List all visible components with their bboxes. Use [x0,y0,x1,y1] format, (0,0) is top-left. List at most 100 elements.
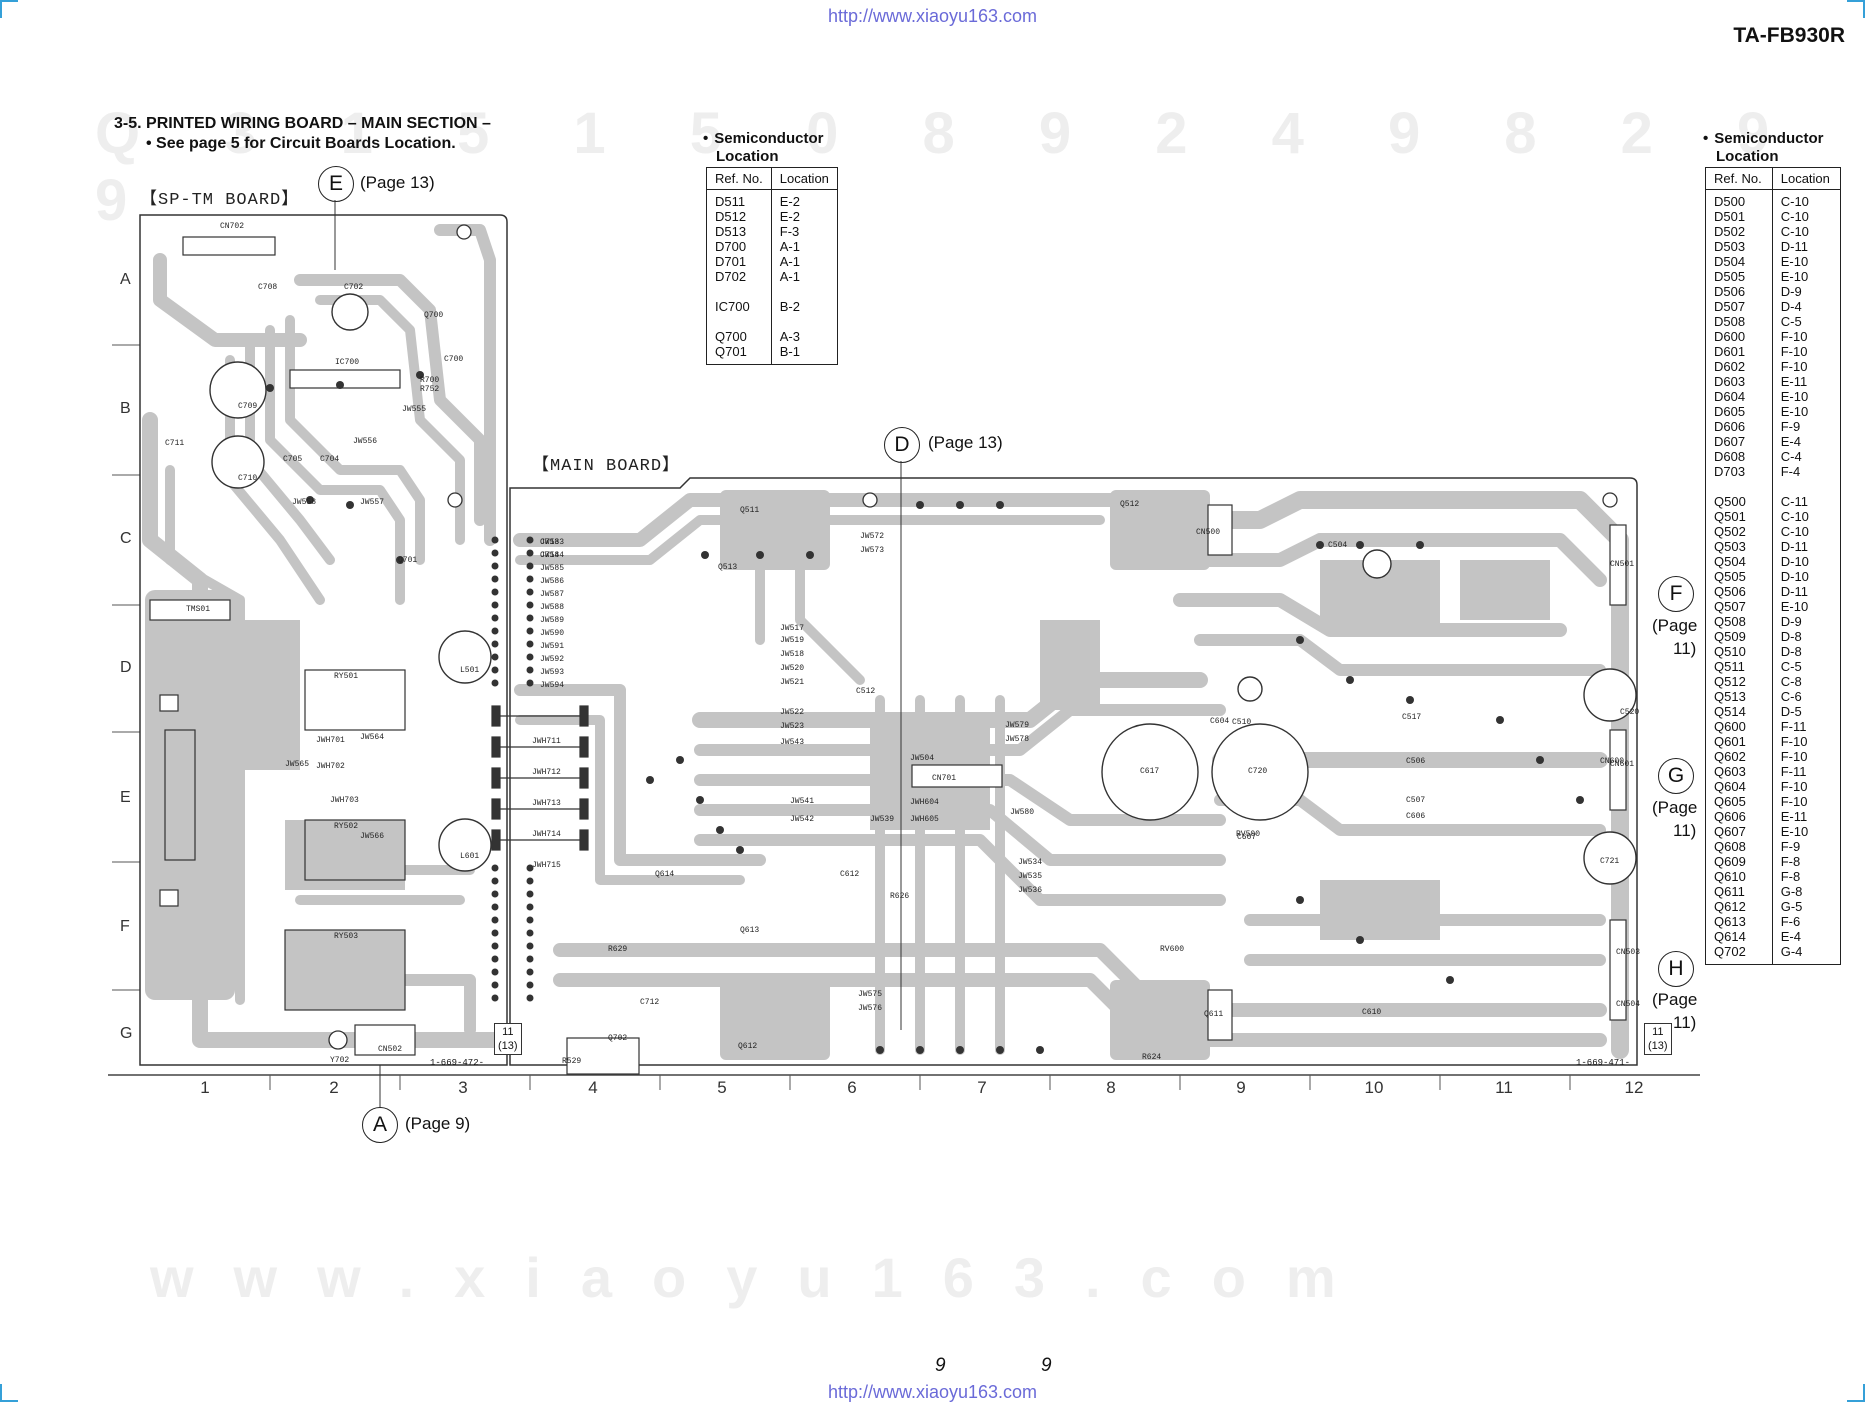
component-label: JW520 [780,664,805,673]
ref-no-cell: D606 [1705,419,1773,434]
component-label: JW543 [780,738,805,747]
ref-no-cell: Q512 [1705,674,1773,689]
component-label: Q701 [398,556,418,565]
connector-callout-g: G [1658,758,1694,794]
component-label: JW576 [858,1004,883,1013]
location-cell: F-8 [1780,869,1801,884]
component-label: C713 [540,538,560,547]
ref-no-cell: Q510 [1705,644,1773,659]
ref-no-cell: D603 [1705,374,1773,389]
location-cell: A-1 [779,239,800,254]
component-label: C504 [1328,541,1348,550]
component-label: C708 [258,283,278,292]
page-number-right: 9 [1041,1355,1052,1376]
connector-callout-f: F [1658,576,1694,612]
component-label: JW594 [540,681,565,690]
grid-col-2: 2 [329,1078,339,1097]
component-label: JW586 [540,577,565,586]
component-label: R700 [420,376,440,385]
ref-no-cell: Q604 [1705,779,1773,794]
semiconductor-location-heading-right: •Semiconductor Location [1703,130,1824,165]
ref-no-cell: D511 [706,189,772,209]
location-cell: E-2 [779,209,800,224]
ref-no-cell: Q701 [706,344,772,365]
main-tag-2: (13) [1648,1040,1668,1052]
location-cell: C-10 [1780,194,1809,209]
ref-no-cell: D502 [1705,224,1773,239]
site-url-top[interactable]: http://www.xiaoyu163.com [827,6,1038,26]
connector-callout-a: A [362,1107,398,1143]
component-label: IC700 [335,358,360,367]
main-board-code: 1-669-471- [1576,1058,1631,1068]
component-label: R626 [890,892,910,901]
crop-mark [1863,1384,1865,1402]
callout-f-page-line1: (Page [1652,616,1698,635]
component-label: RV500 [1236,830,1261,839]
component-label: C612 [840,870,860,879]
sp-tm-board-code: 1-669-472- [430,1058,485,1068]
site-url-bottom[interactable]: http://www.xiaoyu163.com [827,1382,1038,1402]
ref-no-cell [706,314,772,329]
component-label: CN501 [1610,560,1635,569]
component-label: JWH711 [532,737,561,746]
location-cell: C-10 [1780,524,1809,539]
section-title-line1: 3-5. PRINTED WIRING BOARD – MAIN SECTION… [114,115,491,132]
location-cell: B-2 [779,299,800,314]
ref-no-cell: Q602 [1705,749,1773,764]
grid-col-4: 4 [588,1078,598,1097]
ref-no-cell: Q603 [1705,764,1773,779]
callout-h-page-line2: 11) [1673,1013,1697,1032]
location-cell: D-10 [1780,554,1809,569]
component-label: Q702 [608,1034,628,1043]
ref-no-cell: Q601 [1705,734,1773,749]
component-label: C705 [283,455,303,464]
component-label: C507 [1406,796,1426,805]
component-label: JW572 [860,532,885,541]
component-label: C704 [320,455,340,464]
component-label: C702 [344,283,364,292]
component-label: JW534 [1018,858,1043,867]
grid-col-7: 7 [977,1078,987,1097]
grid-col-3: 3 [458,1078,468,1097]
location-cell: D-9 [1780,614,1802,629]
ref-no-cell: D500 [1705,189,1773,209]
grid-row-c: C [120,530,132,547]
semiconductor-location-heading-left: •Semiconductor Location [703,130,824,165]
grid-row-g: G [120,1025,133,1042]
component-label: C700 [444,355,464,364]
component-label: JWH701 [316,736,345,745]
ref-no-cell: Q502 [1705,524,1773,539]
location-cell: G-8 [1780,884,1803,899]
grid-row-d: D [120,659,132,676]
col-location: Location [771,167,838,190]
location-cell: A-3 [779,329,800,344]
component-label: JW565 [285,760,310,769]
location-cell: E-11 [1780,374,1808,389]
component-label: JW592 [540,655,565,664]
component-label: L501 [460,666,480,675]
ref-no-cell: D501 [1705,209,1773,224]
location-cell: D-11 [1780,239,1808,254]
component-label: C710 [238,474,258,483]
location-cell: D-4 [1780,299,1802,314]
crop-mark [1863,0,1865,18]
component-label: TMS01 [186,605,211,614]
ref-no-cell: Q500 [1705,494,1773,509]
component-label: C512 [856,687,876,696]
component-label: JW518 [780,650,805,659]
component-label: JWH702 [316,762,345,771]
location-cell: D-5 [1780,704,1802,719]
